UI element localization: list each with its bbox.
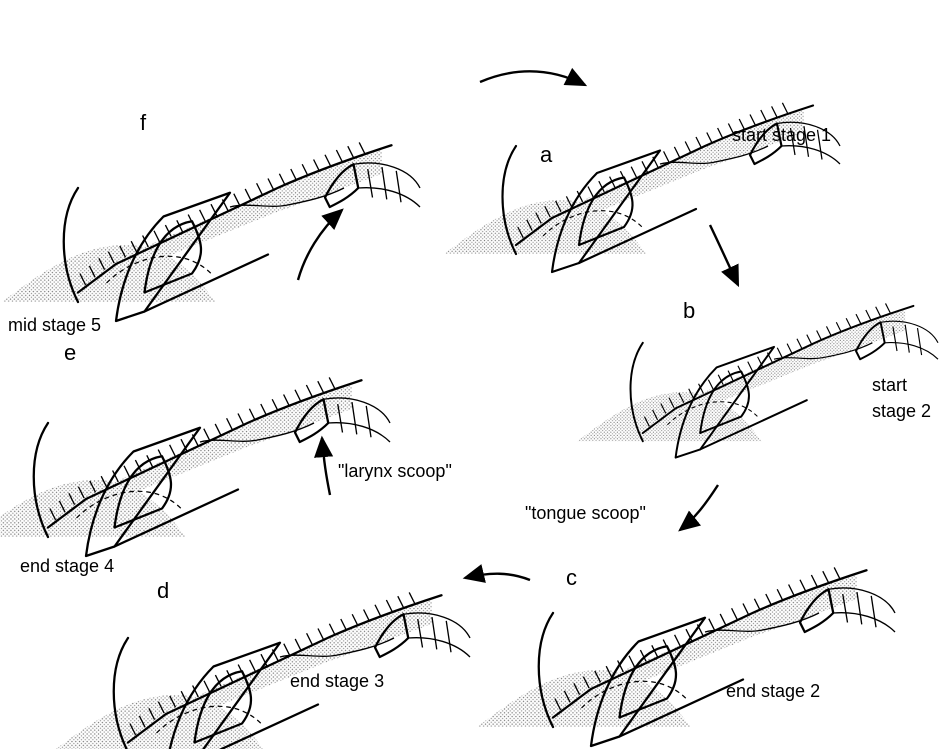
caption-start-stage-2-line2: stage 2 (872, 398, 931, 424)
arrow-f-to-a (480, 71, 585, 85)
panel-label-d: d (157, 578, 169, 604)
panel-f-drawing (2, 142, 420, 321)
arrow-a-to-b (710, 225, 738, 285)
panel-label-b: b (683, 298, 695, 324)
caption-end-stage-3: end stage 3 (290, 668, 384, 694)
caption-end-stage-4: end stage 4 (20, 553, 114, 579)
caption-start-stage-1: start stage 1 (732, 122, 831, 148)
annotation-tongue-scoop: "tongue scoop" (525, 500, 646, 526)
caption-end-stage-2: end stage 2 (726, 678, 820, 704)
arrow-e-to-f (298, 210, 342, 280)
panel-d-drawing (52, 592, 470, 749)
panel-label-f: f (140, 110, 146, 136)
annotation-larynx-scoop: "larynx scoop" (338, 458, 452, 484)
arrow-d-to-e (322, 438, 330, 495)
panel-label-c: c (566, 565, 577, 591)
arrow-b-to-c (680, 485, 718, 530)
panel-label-a: a (540, 142, 552, 168)
arrow-c-to-d (465, 574, 530, 580)
panel-c-drawing (477, 567, 895, 746)
caption-start-stage-2-line1: start (872, 372, 907, 398)
panel-label-e: e (64, 340, 76, 366)
caption-mid-stage-5: mid stage 5 (8, 312, 101, 338)
panel-e-drawing (0, 377, 390, 556)
